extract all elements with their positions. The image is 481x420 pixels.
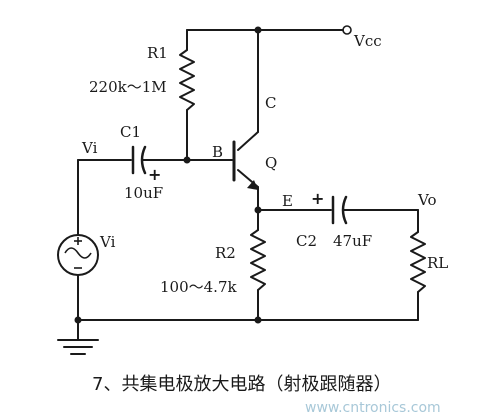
vi-input-label: Vi bbox=[81, 139, 98, 157]
r2-name-label: R2 bbox=[215, 244, 236, 262]
r2-value-label: 100～4.7k bbox=[160, 278, 237, 296]
vcc-label: Vcc bbox=[353, 32, 382, 50]
rl-resistor bbox=[410, 231, 426, 293]
c1-polarity-label: + bbox=[148, 165, 161, 184]
diagram-caption: 7、共集电极放大电路（射极跟随器） bbox=[92, 374, 391, 395]
rl-label: RL bbox=[427, 254, 448, 272]
base-label: B bbox=[212, 143, 223, 161]
r1-value-label: 220k～1M bbox=[89, 78, 167, 96]
vi-source-label: Vi bbox=[99, 233, 116, 251]
c1-value-label: 10uF bbox=[124, 184, 163, 202]
ground-r2-node bbox=[254, 316, 262, 324]
c2-polarity-label: + bbox=[311, 189, 324, 208]
c2-value-label: 47uF bbox=[333, 232, 372, 250]
r1-name-label: R1 bbox=[147, 44, 168, 62]
watermark-text: www.cntronics.com bbox=[305, 400, 441, 416]
r1-resistor bbox=[179, 49, 195, 111]
c2-name-label: C2 bbox=[296, 232, 317, 250]
vo-label: Vo bbox=[417, 191, 437, 209]
emitter-label: E bbox=[282, 192, 293, 210]
transistor-label: Q bbox=[265, 154, 277, 172]
vcc-terminal bbox=[342, 25, 352, 35]
c1-name-label: C1 bbox=[120, 123, 141, 141]
r2-resistor bbox=[250, 229, 266, 291]
ground-left-node bbox=[74, 316, 82, 324]
collector-lead bbox=[237, 131, 259, 151]
ac-sine-icon bbox=[64, 247, 92, 259]
emitter-arrow bbox=[247, 180, 258, 190]
collector-label: C bbox=[265, 94, 276, 112]
